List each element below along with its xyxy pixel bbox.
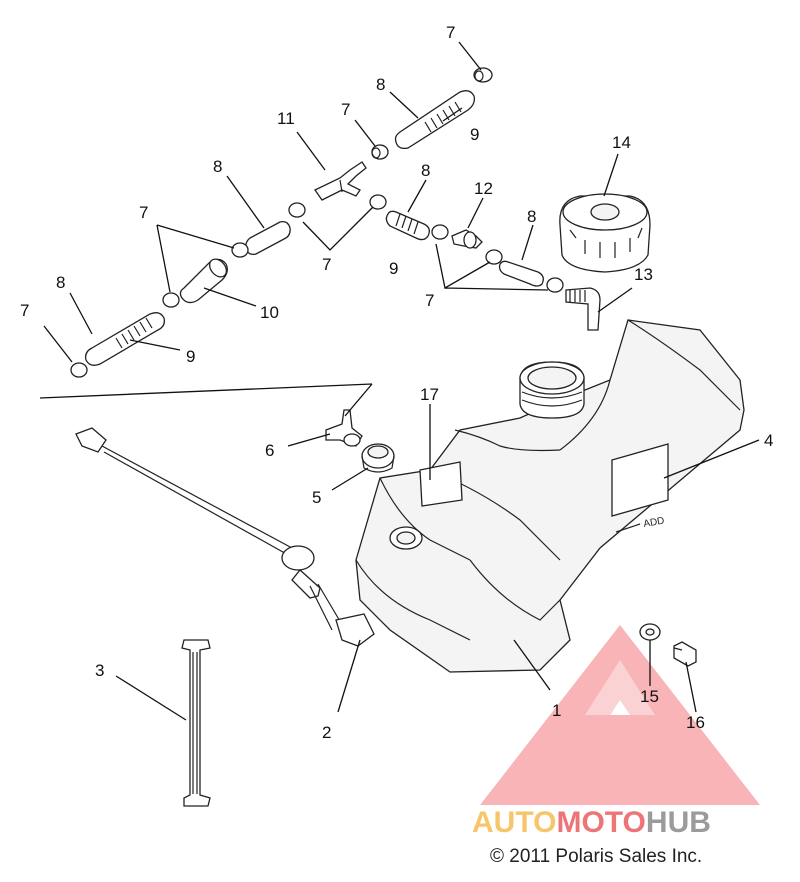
wordmark-hub: HUB (646, 806, 711, 839)
callout-12: 12 (474, 179, 493, 198)
wordmark-moto: MOTO (556, 806, 645, 839)
washer (639, 623, 661, 641)
callout-7: 7 (20, 301, 29, 320)
hose-short-right (498, 260, 544, 287)
callout-8: 8 (421, 161, 430, 180)
callout-7: 7 (341, 100, 350, 119)
callout-7: 7 (446, 23, 455, 42)
callout-8: 8 (56, 273, 65, 292)
svg-text:AUTOMOTOHUB: AUTOMOTOHUB (472, 806, 711, 839)
callout-16: 16 (686, 713, 705, 732)
callout-2: 2 (322, 723, 331, 742)
callout-9: 9 (186, 347, 195, 366)
tank-strap (181, 639, 211, 807)
callout-6: 6 (265, 441, 274, 460)
callout-4: 4 (764, 431, 773, 450)
check-valve (451, 229, 483, 249)
grommet (361, 443, 395, 473)
callout-8: 8 (213, 157, 222, 176)
callout-14: 14 (612, 133, 631, 152)
vent-elbow (565, 287, 601, 331)
callout-15: 15 (640, 687, 659, 706)
callout-5: 5 (312, 488, 321, 507)
clamp-upper-mid (371, 144, 389, 160)
fuel-sender (75, 427, 375, 647)
clamp-tee-right (369, 194, 387, 210)
callout-9: 9 (389, 259, 398, 278)
callout-7: 7 (322, 255, 331, 274)
clamp-elbow (546, 277, 564, 293)
hose-short-left (245, 220, 291, 256)
callout-17: 17 (420, 385, 439, 404)
fuel-tank: ADD (355, 319, 745, 673)
callout-7: 7 (139, 203, 148, 222)
hose-top (394, 90, 476, 150)
clamp-check-left (431, 224, 449, 240)
clamp-far-left (70, 362, 88, 378)
fuel-filter (179, 258, 228, 304)
clamp-top (473, 67, 493, 83)
clamp-tee-left (288, 202, 306, 218)
callout-numbers: 7 8 9 7 11 8 7 8 12 14 8 7 9 7 13 10 8 7… (20, 23, 773, 742)
hose-corrugated-mid (385, 210, 430, 241)
mount-bolt (673, 641, 697, 667)
tee-fitting (314, 161, 367, 201)
callout-1: 1 (552, 701, 561, 720)
gas-cap (559, 193, 651, 273)
copyright-text: © 2011 Polaris Sales Inc. (490, 846, 702, 867)
callout-7: 7 (425, 291, 434, 310)
callout-8: 8 (527, 207, 536, 226)
callout-3: 3 (95, 661, 104, 680)
callout-8: 8 (376, 75, 385, 94)
clamp-mid-left (231, 242, 249, 258)
hose-left (84, 312, 166, 366)
tank-add-label: ADD (643, 515, 666, 530)
automotohub-logo (480, 625, 760, 805)
automotohub-wordmark: AUTOMOTOHUB (472, 806, 711, 839)
elbow-fitting (325, 409, 363, 447)
callout-13: 13 (634, 265, 653, 284)
clamp-check-right (485, 249, 503, 265)
leader-lines (39, 41, 760, 721)
wordmark-auto: AUTO (472, 806, 556, 839)
callout-9: 9 (470, 125, 479, 144)
callout-11: 11 (277, 109, 295, 128)
clamp-filter (162, 292, 180, 308)
callout-10: 10 (260, 303, 279, 322)
